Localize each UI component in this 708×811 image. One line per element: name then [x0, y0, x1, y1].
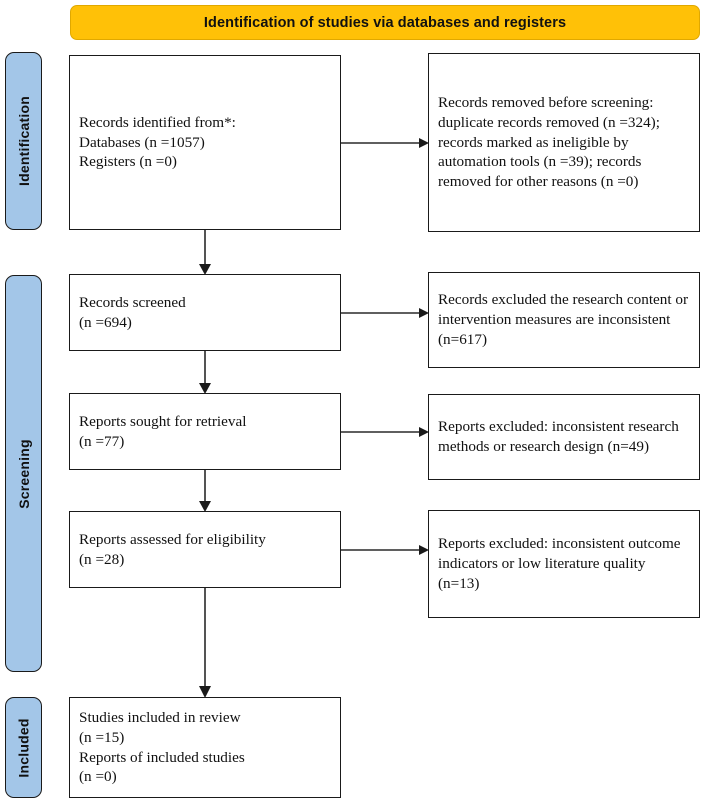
- phase-bar-screening: Screening: [5, 275, 42, 672]
- box-reports-assessed: Reports assessed for eligibility (n =28): [69, 511, 341, 588]
- box-records-identified: Records identified from*: Databases (n =…: [69, 55, 341, 230]
- arrow-identified-to-screened: [199, 230, 211, 275]
- phase-bar-identification: Identification: [5, 52, 42, 230]
- arrow-sought-to-assessed: [199, 470, 211, 512]
- diagram-title: Identification of studies via databases …: [203, 14, 567, 31]
- box-studies-included: Studies included in review (n =15) Repor…: [69, 697, 341, 798]
- box-records-removed-text: Records removed before screening: duplic…: [438, 94, 660, 191]
- arrow-assessed-to-included: [199, 588, 211, 698]
- arrow-sought-to-excluded: [341, 427, 429, 437]
- box-records-excluded: Records excluded the research content or…: [428, 272, 700, 368]
- arrow-assessed-to-excluded: [341, 545, 429, 555]
- arrow-screened-to-excluded: [341, 308, 429, 318]
- arrow-screened-to-sought: [199, 351, 211, 394]
- box-reports-excluded-sought-text: Reports excluded: inconsistent research …: [438, 418, 679, 455]
- box-reports-excluded-sought: Reports excluded: inconsistent research …: [428, 394, 700, 480]
- box-records-identified-text: Records identified from*: Databases (n =…: [79, 113, 236, 171]
- box-reports-sought-text: Reports sought for retrieval (n =77): [79, 412, 247, 450]
- box-reports-sought: Reports sought for retrieval (n =77): [69, 393, 341, 470]
- box-reports-excluded-assessed: Reports excluded: inconsistent outcome i…: [428, 510, 700, 618]
- box-records-screened: Records screened (n =694): [69, 274, 341, 351]
- box-records-excluded-text: Records excluded the research content or…: [438, 291, 689, 348]
- box-records-screened-text: Records screened (n =694): [79, 293, 186, 331]
- box-reports-excluded-assessed-text: Reports excluded: inconsistent outcome i…: [438, 535, 681, 592]
- phase-bar-included: Included: [5, 697, 42, 798]
- box-reports-assessed-text: Reports assessed for eligibility (n =28): [79, 530, 266, 568]
- arrow-identified-to-removed: [341, 138, 429, 148]
- diagram-title-banner: Identification of studies via databases …: [70, 5, 700, 40]
- box-studies-included-text: Studies included in review (n =15) Repor…: [79, 709, 245, 786]
- box-records-removed: Records removed before screening: duplic…: [428, 53, 700, 232]
